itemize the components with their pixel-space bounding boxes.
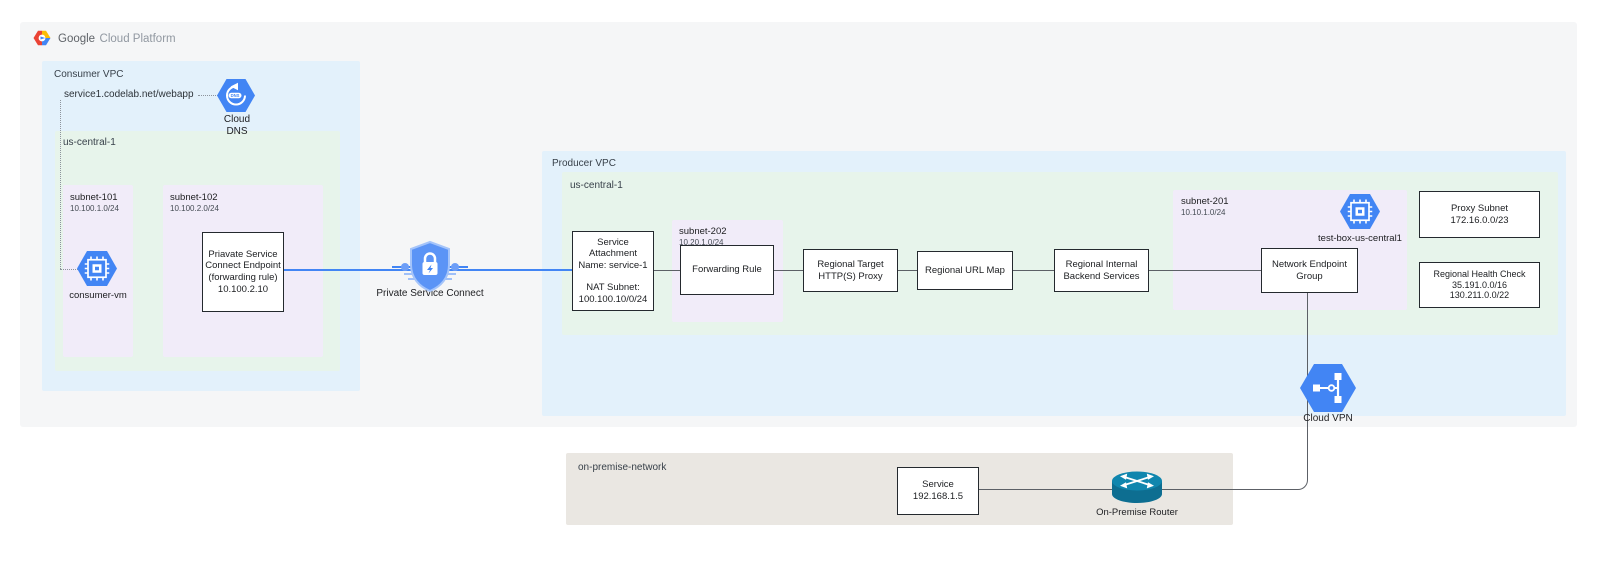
test-box-vm-label: test-box-us-central1: [1318, 233, 1402, 244]
subnet-102-name: subnet-102: [170, 192, 218, 203]
subnet-201: subnet-201 10.10.1.0/24 test-box-us-cent…: [1173, 190, 1407, 310]
health-check-line: 130.211.0.0/22: [1449, 290, 1510, 301]
producer-region-us-central-1: us-central-1 Service Attachment Name: se…: [562, 172, 1558, 335]
cloud-vpn-icon: [1300, 364, 1356, 412]
subnet-201-name: subnet-201: [1181, 196, 1229, 207]
subnet-202-cidr: 10.20.1.0/24: [679, 238, 724, 247]
forwarding-rule-label: Forwarding Rule: [692, 264, 762, 276]
psc-endpoint-line: Priavate Service: [208, 248, 278, 260]
proxy-subnet-line: Proxy Subnet: [1450, 202, 1509, 214]
on-premise-service-box: Service 192.168.1.5: [897, 467, 979, 515]
test-box-vm-icon: [1340, 194, 1380, 229]
gcp-logo: Google Cloud Platform: [33, 29, 176, 47]
service-attachment-line: Name: service-1: [578, 259, 648, 271]
connector-vm-dotted-vertical: [60, 100, 61, 269]
psc-endpoint-line: 10.100.2.10: [217, 283, 269, 295]
service-attachment-line: NAT Subnet:: [586, 282, 640, 294]
connector-urlmap-backend: [1013, 270, 1054, 271]
subnet-102-cidr: 10.100.2.0/24: [170, 204, 219, 213]
connector-dns-dotted: [198, 95, 218, 96]
producer-vpc-container: Producer VPC us-central-1 Service Attach…: [542, 151, 1566, 424]
url-map-box: Regional URL Map: [917, 251, 1013, 290]
connector-sa-fr: [654, 270, 680, 271]
private-service-connect-icon: [392, 240, 468, 293]
health-check-line: Regional Health Check: [1433, 268, 1526, 279]
connector-proxy-urlmap: [898, 270, 917, 271]
svg-text:DNS: DNS: [231, 93, 240, 98]
cloud-vpn-label: Cloud VPN: [1303, 413, 1353, 424]
consumer-vm-icon: [77, 251, 117, 286]
psc-endpoint-box: Priavate Service Connect Endpoint (forwa…: [202, 232, 284, 312]
on-premise-network-container: on-premise-network Service 192.168.1.5 O…: [566, 453, 1233, 525]
cloud-dns-icon: DNS: [217, 79, 255, 112]
subnet-101-name: subnet-101: [70, 192, 118, 203]
url-map-label: Regional URL Map: [925, 264, 1005, 276]
backend-services-box: Regional Internal Backend Services: [1054, 249, 1149, 292]
health-check-box: Regional Health Check 35.191.0.0/16 130.…: [1419, 262, 1540, 308]
network-endpoint-group-label: Network Endpoint Group: [1272, 258, 1347, 282]
psc-endpoint-line: Connect Endpoint: [205, 260, 281, 272]
network-endpoint-group-box: Network Endpoint Group: [1261, 248, 1358, 293]
backend-services-label: Regional Internal Backend Services: [1063, 258, 1140, 282]
router-icon: [1112, 471, 1162, 503]
consumer-vm-label: consumer-vm: [69, 290, 127, 301]
service-attachment-line: Attachment: [588, 248, 638, 260]
connector-vm-dotted-horizontal: [60, 269, 78, 270]
dns-record-text: service1.codelab.net/webapp: [64, 89, 194, 100]
consumer-vpc-container: Consumer VPC service1.codelab.net/webapp…: [42, 61, 360, 391]
gcp-logo-icon: [33, 30, 51, 46]
subnet-102: subnet-102 10.100.2.0/24 Priavate Servic…: [163, 185, 323, 357]
on-premise-label: on-premise-network: [578, 462, 667, 473]
connector-fr-proxy: [774, 270, 803, 271]
target-proxy-box: Regional Target HTTP(S) Proxy: [803, 249, 898, 292]
producer-vpc-label: Producer VPC: [552, 158, 616, 169]
consumer-region-label: us-central-1: [63, 137, 116, 148]
diagram-panel: Google Cloud Platform Consumer VPC servi…: [20, 22, 1577, 427]
connector-neg-vpn-router: [978, 293, 1308, 490]
proxy-subnet-line: 172.16.0.0/23: [1450, 214, 1509, 226]
subnet-202-name: subnet-202: [679, 226, 727, 237]
cloud-dns-label: Cloud DNS: [223, 114, 251, 137]
router-label: On-Premise Router: [1096, 507, 1178, 518]
target-proxy-label: Regional Target HTTP(S) Proxy: [817, 258, 884, 282]
proxy-subnet-box: Proxy Subnet 172.16.0.0/23: [1419, 191, 1540, 238]
subnet-202: subnet-202 10.20.1.0/24 Forwarding Rule: [672, 220, 783, 322]
service-attachment-line: 100.100.10/0/24: [578, 293, 648, 305]
logo-text-primary: Google: [58, 33, 96, 45]
service-attachment-box: Service Attachment Name: service-1 NAT S…: [572, 231, 654, 311]
forwarding-rule-box: Forwarding Rule: [680, 245, 774, 295]
health-check-line: 35.191.0.0/16: [1451, 279, 1508, 290]
consumer-vpc-label: Consumer VPC: [54, 69, 124, 80]
subnet-201-cidr: 10.10.1.0/24: [1181, 208, 1226, 217]
producer-region-label: us-central-1: [570, 180, 623, 191]
private-service-connect-label: Private Service Connect: [376, 288, 484, 299]
psc-endpoint-line: (forwarding rule): [208, 272, 278, 283]
service-attachment-line: Service: [597, 236, 629, 248]
subnet-101-cidr: 10.100.1.0/24: [70, 204, 119, 213]
on-premise-service-line: 192.168.1.5: [912, 491, 964, 502]
connector-backend-neg: [1149, 270, 1261, 271]
logo-text-secondary: Cloud Platform: [99, 33, 176, 45]
on-premise-service-line: Service: [922, 479, 954, 491]
service-attachment-line: [573, 271, 653, 282]
